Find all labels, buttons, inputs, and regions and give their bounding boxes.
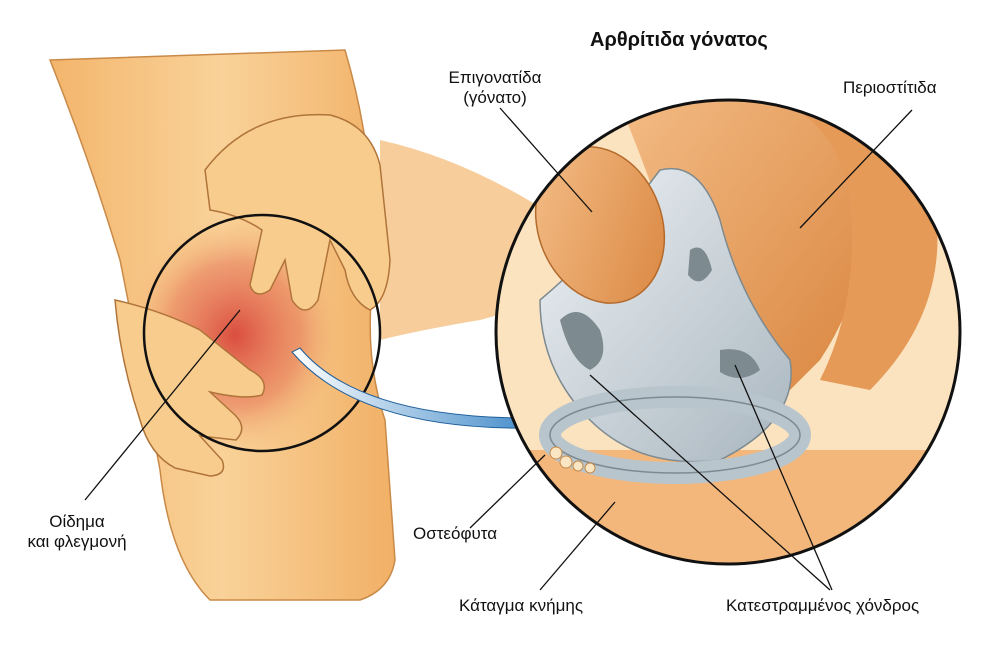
label-swelling-line1: Οίδημα [49, 512, 105, 531]
diagram-title: Αρθρίτιδα γόνατος [590, 29, 768, 51]
damaged-cartilage-patch [560, 247, 760, 379]
zoom-circle-outline [494, 98, 962, 566]
zoom-source-circle [142, 213, 382, 453]
label-periostitis: Περιοστίτιδα [843, 78, 937, 97]
femur-bone [610, 100, 872, 400]
label-patella-line2: (γόνατο) [463, 88, 527, 107]
label-damaged-cartilage: Κατεστραμμένος χόνδρος [726, 596, 920, 615]
hand-lower [114, 299, 265, 477]
osteophyte-bumps [549, 446, 596, 474]
label-patella-line1: Επιγονατίδα [448, 68, 542, 87]
hand-upper [204, 113, 391, 311]
label-swelling: Οίδημα και φλεγμονή [12, 512, 142, 552]
leg-illustration [48, 49, 600, 601]
label-patella: Επιγονατίδα (γόνατο) [420, 68, 570, 108]
zoom-view [494, 98, 962, 566]
label-swelling-line2: και φλεγμονή [27, 532, 127, 551]
leader-lines [84, 107, 913, 591]
label-tibia-fracture: Κάταγμα κνήμης [459, 596, 584, 615]
label-osteophytes: Οστεόφυτα [413, 524, 498, 543]
